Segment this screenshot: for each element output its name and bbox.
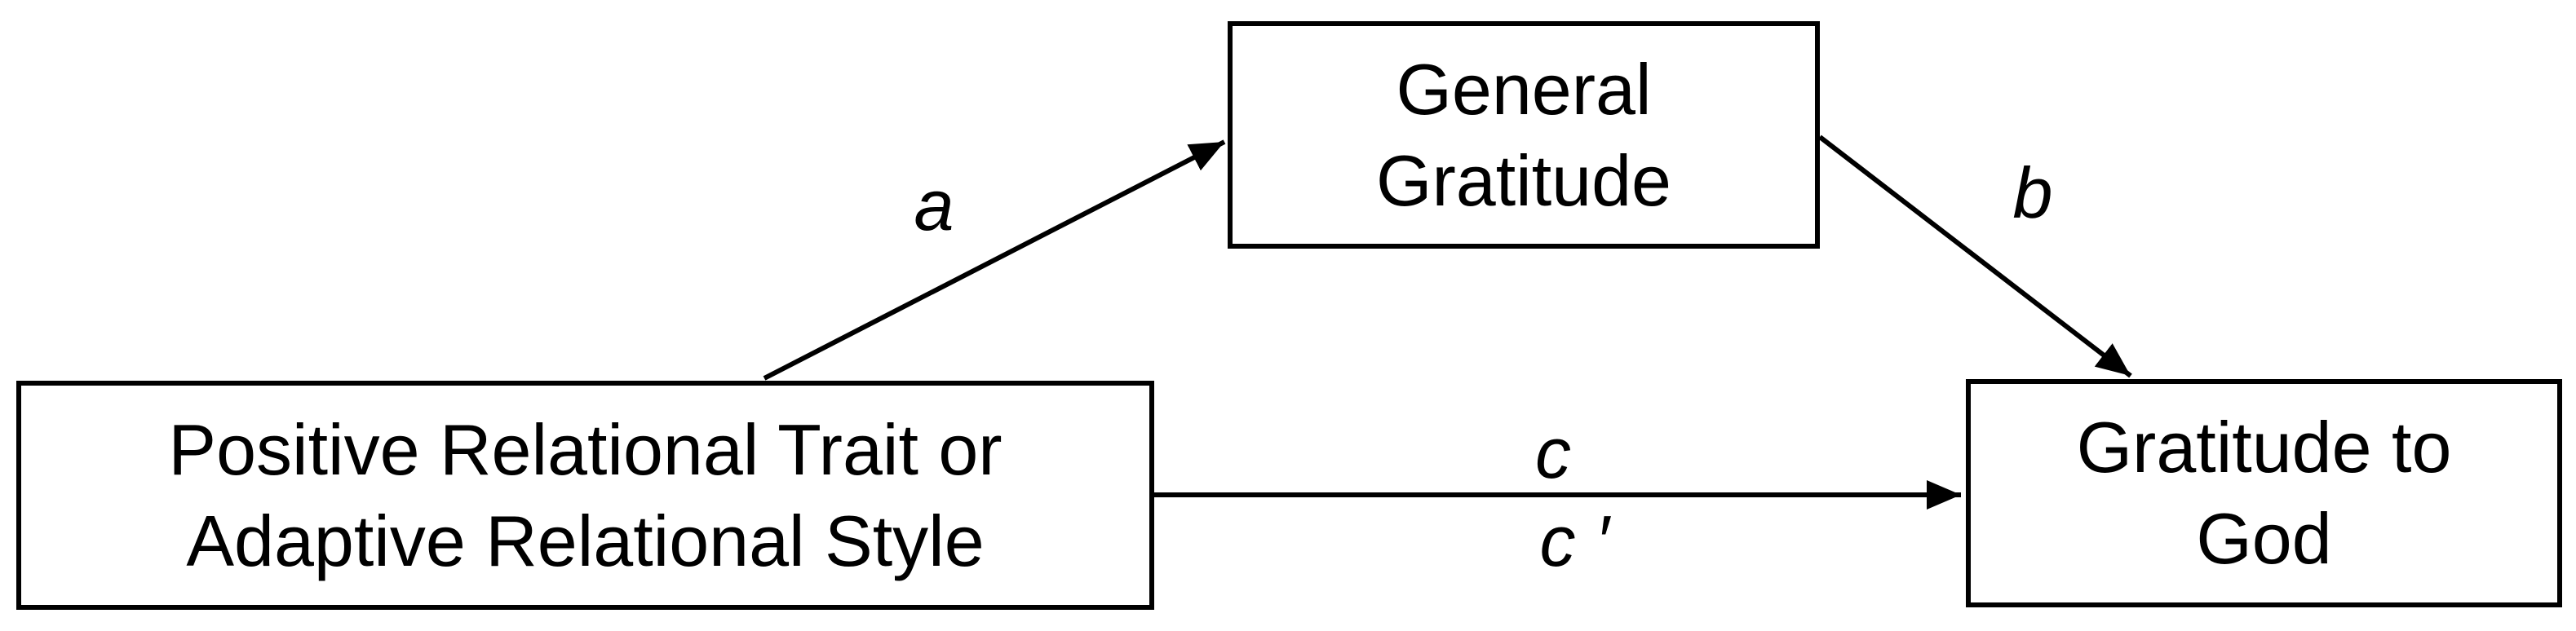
outcome-box-line2: God — [2196, 498, 2332, 579]
mediator-box: General Gratitude — [1228, 21, 1820, 249]
mediator-box-line1: General — [1396, 48, 1652, 130]
outcome-box-line1: Gratitude to — [2076, 407, 2452, 488]
path-c-label: c — [1535, 413, 1571, 493]
predictor-box-line2: Adaptive Relational Style — [186, 500, 985, 581]
predictor-box: Positive Relational Trait or Adaptive Re… — [16, 381, 1154, 610]
path-a-label: a — [914, 165, 954, 245]
predictor-box-line1: Positive Relational Trait or — [168, 408, 1003, 490]
path-b-arrow — [1818, 135, 2132, 378]
mediator-box-line2: Gratitude — [1376, 139, 1671, 221]
path-b-label: b — [2012, 152, 2053, 233]
outcome-box: Gratitude to God — [1966, 379, 2562, 607]
path-a-arrow — [763, 139, 1226, 381]
path-c-prime-label: c ′ — [1539, 501, 1609, 581]
